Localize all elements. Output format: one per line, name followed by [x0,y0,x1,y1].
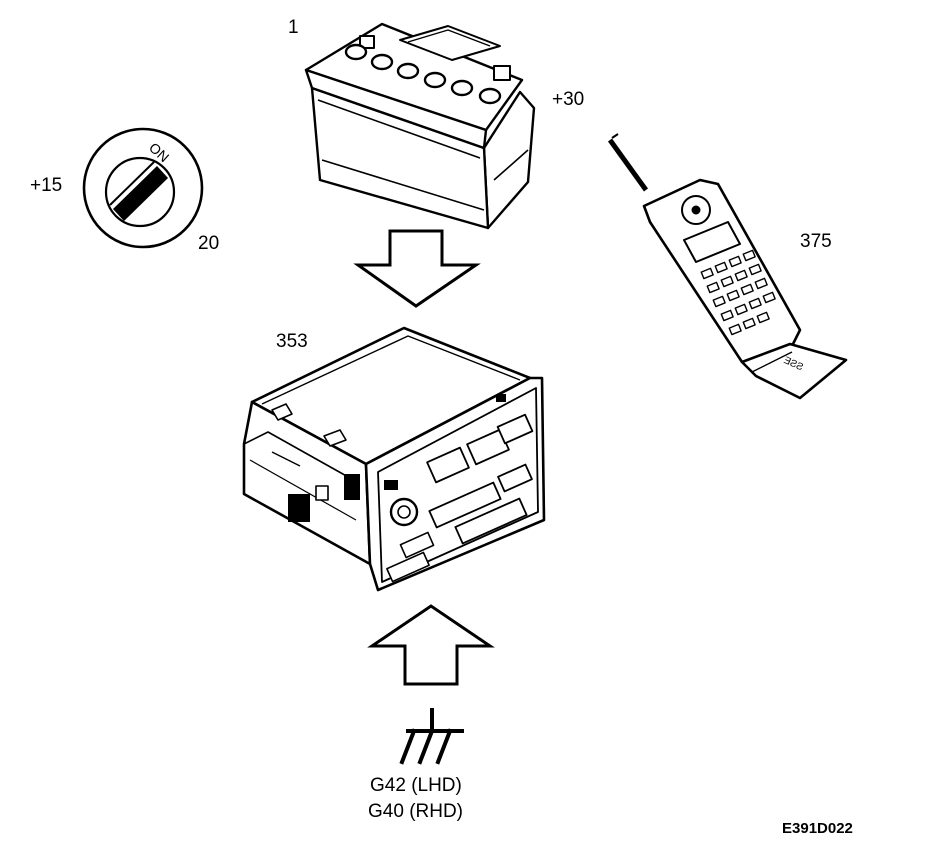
arrow-up-icon [367,604,495,686]
mobile-phone-icon [607,133,848,400]
arrow-down-icon [353,229,481,308]
radio-unit-icon [242,326,546,592]
figure-code-label: E391D022 [782,820,853,837]
battery-icon [304,22,536,230]
battery-number-label: 1 [288,17,299,38]
ground-lhd-label: G42 (LHD) [370,775,462,796]
ignition-number-label: 20 [198,233,220,254]
ignition-switch-icon [82,127,204,249]
phone-number-label: 375 [800,231,832,252]
radio-number-label: 353 [276,331,308,352]
battery-terminal-label: +30 [552,89,585,110]
ground-rhd-label: G40 (RHD) [368,801,464,822]
ignition-terminal-label: +15 [30,175,63,196]
ground-symbol-icon [399,708,464,765]
